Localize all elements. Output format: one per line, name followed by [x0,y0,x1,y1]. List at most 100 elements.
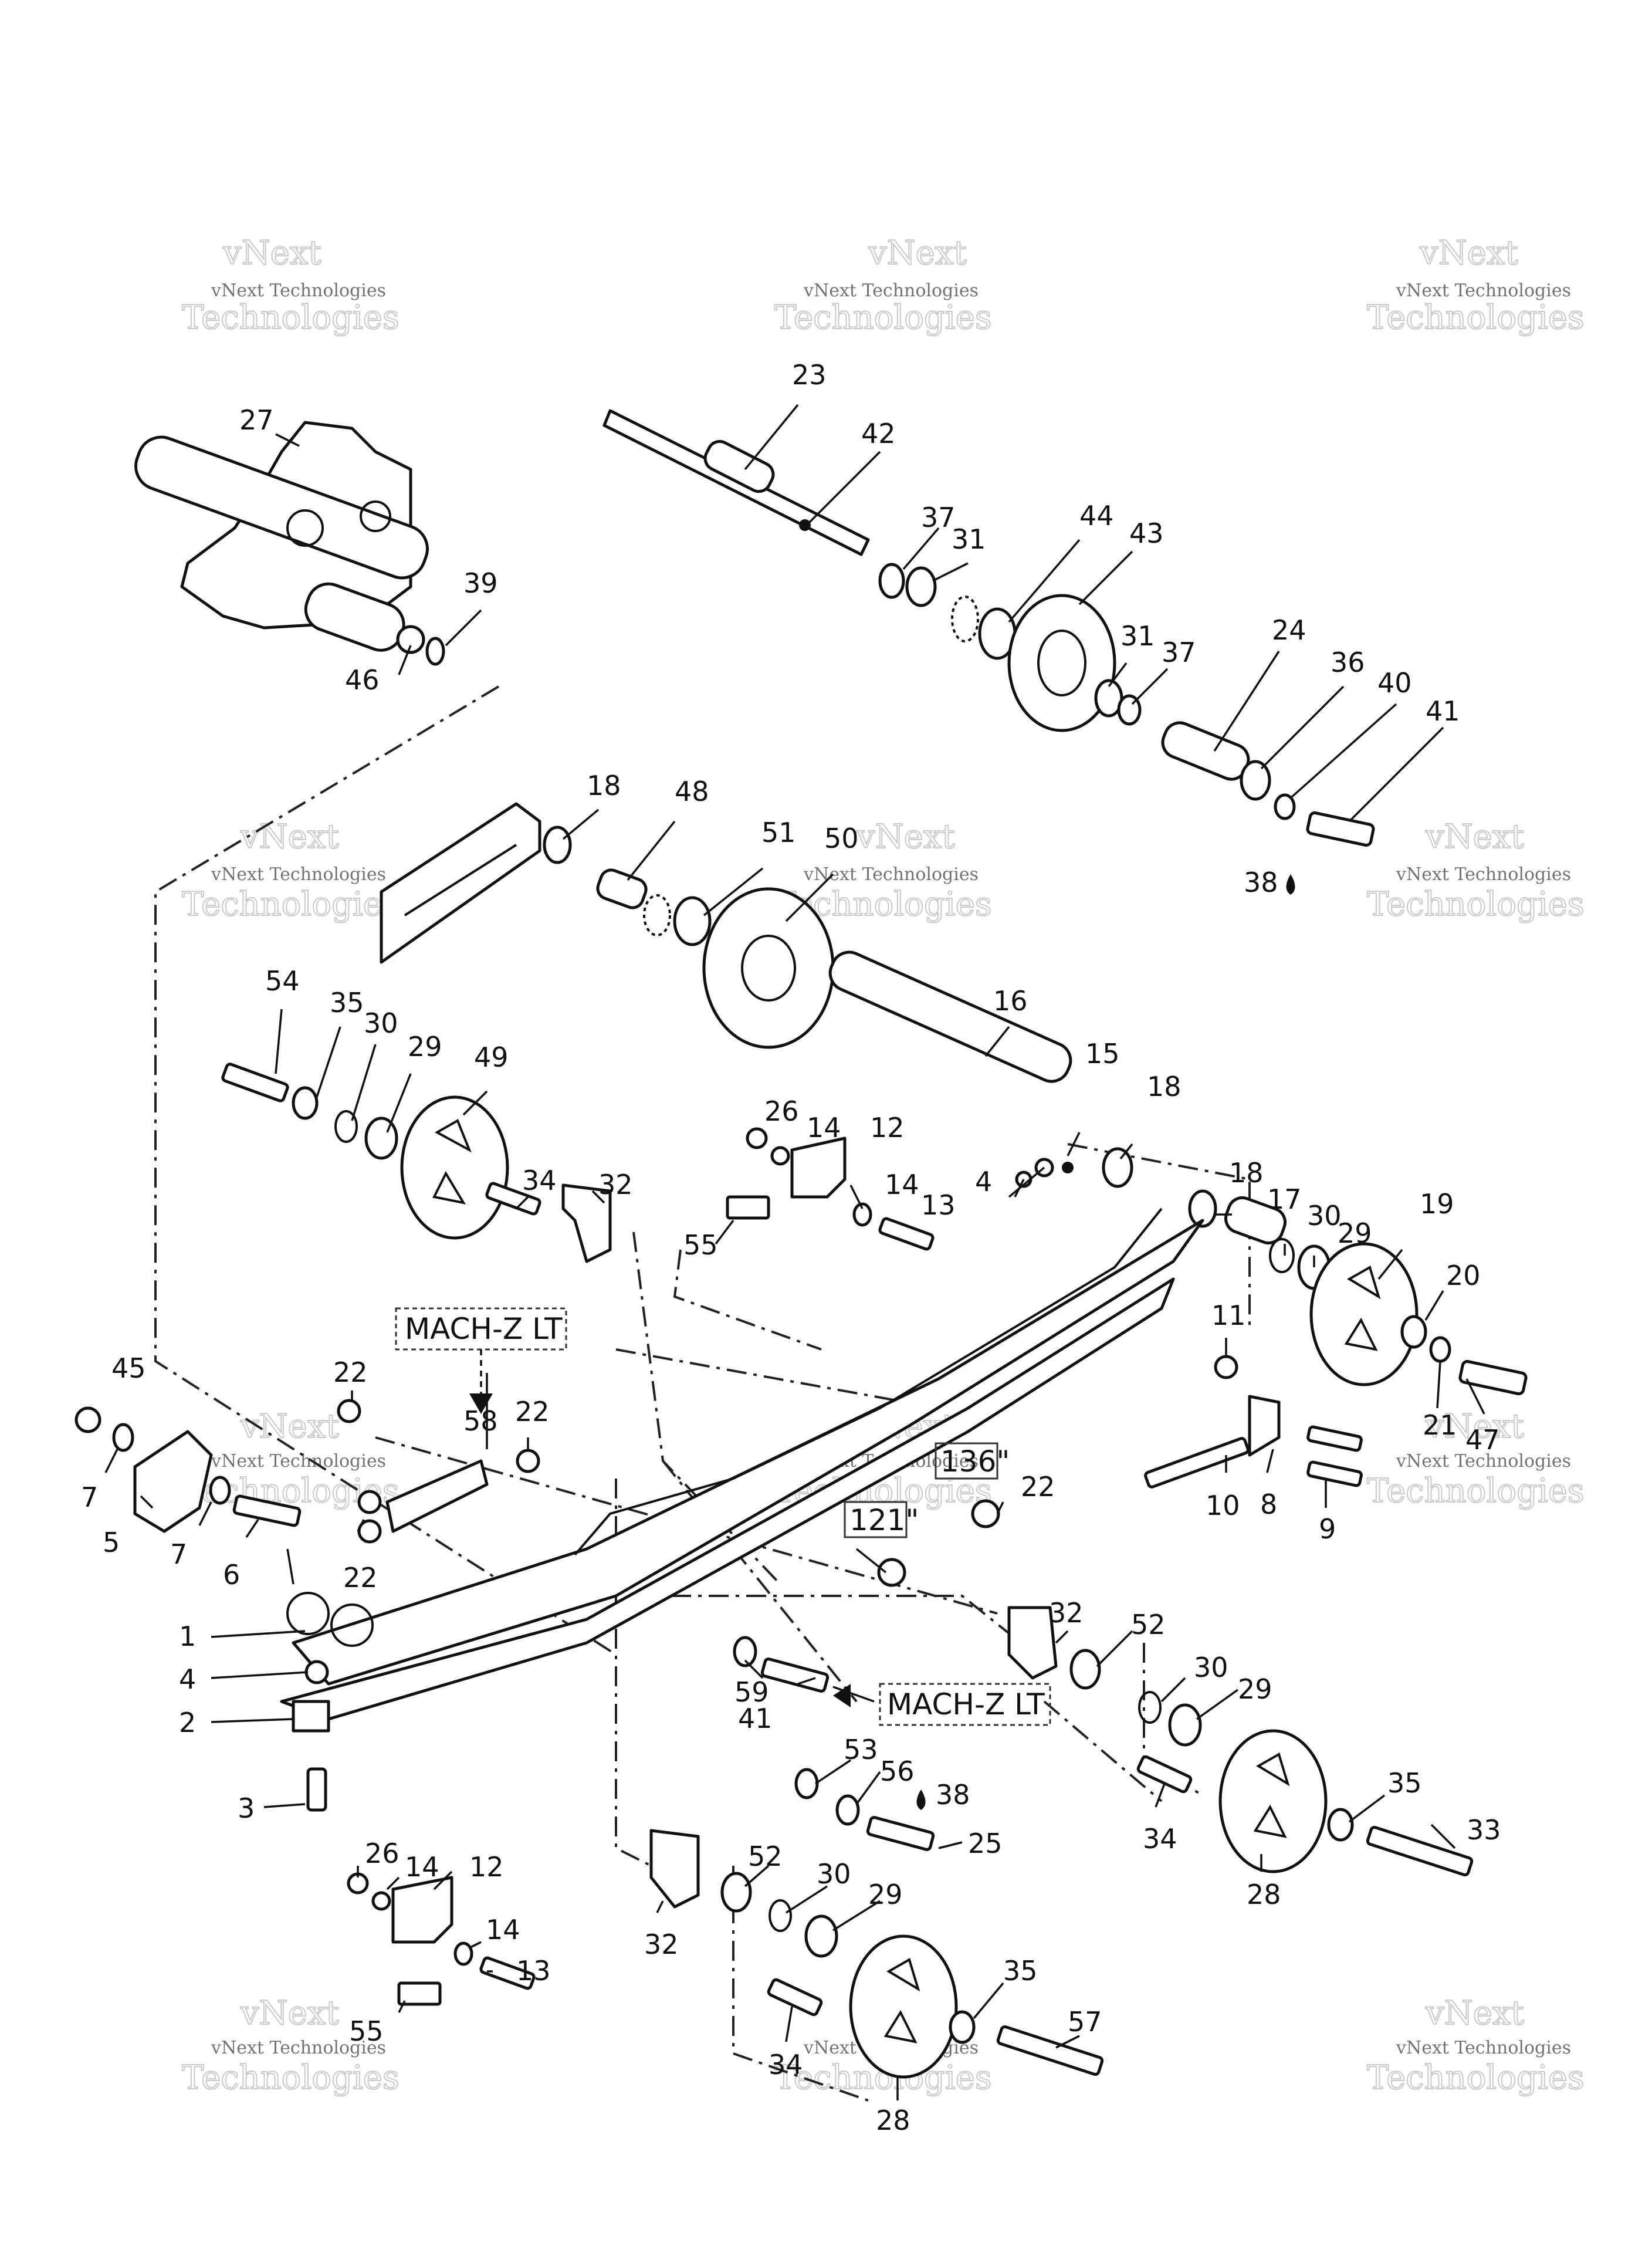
callout-52: 52 [748,1841,783,1872]
callout-25: 25 [968,1828,1003,1859]
nuts-22-right [877,1499,1000,1587]
block-12-lower [347,1872,536,2006]
callout-41: 41 [738,1703,773,1734]
callout-14: 14 [486,1914,520,1946]
callout-22: 22 [1021,1471,1055,1503]
svg-text:vNext: vNext [240,1408,339,1446]
callout-35: 35 [1387,1767,1422,1799]
callout-36: 36 [1331,647,1365,678]
svg-text:vNext Technologies: vNext Technologies [211,2038,386,2058]
callout-29: 29 [868,1879,903,1910]
callout-39: 39 [463,567,498,599]
callout-35: 35 [330,987,364,1019]
upper-shaft-23 [602,409,870,556]
callout-17: 17 [1267,1183,1302,1215]
callout-29: 29 [408,1031,442,1063]
svg-text:vNext Technologies: vNext Technologies [211,864,386,885]
callout-22: 22 [343,1562,378,1594]
svg-text:Technologies: Technologies [182,2059,400,2097]
callout-3: 3 [238,1792,255,1824]
watermark-low-right: vNext vNext Technologies Technologies [1366,1407,1585,1511]
callout-54: 54 [265,965,300,997]
label-mach-z-lt-bottom: MACH-Z LT [833,1683,1051,1726]
svg-text:vNext Technologies: vNext Technologies [1396,864,1571,885]
bracket-32-upper [485,1182,612,1263]
rail-upper-left [380,802,541,964]
callout-35: 35 [1003,1955,1038,1987]
svg-text:136": 136" [940,1445,1010,1479]
svg-text:vNext: vNext [856,818,955,856]
callout-7: 7 [81,1481,98,1513]
label-121: 121" [844,1501,919,1538]
label-136: 136" [935,1442,1010,1480]
callout-58: 58 [463,1405,498,1437]
callout-20: 20 [1446,1260,1481,1291]
callout-18: 18 [1229,1157,1264,1189]
callout-6: 6 [223,1559,240,1591]
callout-30: 30 [1307,1200,1342,1232]
svg-text:Technologies: Technologies [182,885,400,923]
callout-30: 30 [1194,1652,1228,1683]
callout-55: 55 [349,2015,384,2047]
svg-text:MACH-Z LT: MACH-Z LT [405,1312,563,1346]
slide-rail-2 [280,1207,1204,1733]
callout-24: 24 [1272,614,1306,646]
callout-4: 4 [179,1663,196,1695]
callout-21: 21 [1423,1409,1457,1441]
leader-lines [104,404,1485,2100]
front-fastener-set [286,1592,374,1812]
block-12-upper [726,1127,935,1251]
svg-text:Technologies: Technologies [774,299,992,337]
callout-4: 4 [975,1166,992,1197]
callout-13: 13 [516,1955,551,1987]
callout-38: 38 [1244,867,1278,898]
callout-53: 53 [844,1734,878,1765]
center-hardware [733,1636,935,1851]
callout-10: 10 [1206,1490,1240,1521]
callout-22: 22 [515,1396,550,1427]
callout-2: 2 [179,1707,196,1738]
callout-18: 18 [1147,1071,1182,1102]
svg-text:vNext Technologies: vNext Technologies [1396,280,1571,301]
watermark-mid-right: vNext vNext Technologies Technologies [1366,817,1585,924]
svg-text:vNext: vNext [240,1994,339,2032]
callout-14: 14 [885,1169,919,1200]
svg-text:vNext Technologies: vNext Technologies [211,1451,386,1471]
callout-49: 49 [474,1041,509,1073]
svg-text:vNext Technologies: vNext Technologies [803,864,979,885]
callout-41: 41 [1426,695,1460,727]
svg-text:vNext: vNext [868,234,967,272]
callout-19: 19 [1420,1188,1454,1220]
callout-14: 14 [405,1851,439,1883]
callout-31: 31 [1120,620,1155,652]
svg-text:vNext: vNext [1425,818,1524,856]
callout-18: 18 [587,770,621,801]
callout-12: 12 [469,1851,504,1883]
front-arm-27 [134,421,445,666]
plate-58 [337,1399,540,1544]
callout-34: 34 [522,1165,557,1196]
callout-8: 8 [1260,1489,1277,1520]
watermark-bottom-left: vNext vNext Technologies Technologies [181,1994,400,2098]
callout-28: 28 [876,2105,910,2136]
callout-12: 12 [870,1112,905,1144]
svg-text:vNext Technologies: vNext Technologies [211,280,386,301]
svg-text:Technologies: Technologies [1367,1472,1585,1510]
svg-text:Technologies: Technologies [1367,885,1585,923]
callout-numbers: 27 39 46 23 42 37 31 44 43 31 37 24 36 4… [81,359,1501,2136]
callout-46: 46 [345,664,380,696]
watermark-low-left: vNext vNext Technologies Technologies [181,1407,400,1511]
watermark-top-right: vNext vNext Technologies Technologies [1366,234,1585,337]
callout-11: 11 [1211,1300,1246,1331]
svg-text:vNext Technologies: vNext Technologies [1396,1451,1571,1471]
adjuster-hardware [1144,1355,1363,1489]
svg-text:vNext: vNext [1419,234,1518,272]
watermark-mid-center: vNext vNext Technologies Technologies [774,817,993,924]
callout-43: 43 [1129,517,1164,549]
svg-text:Technologies: Technologies [182,299,400,337]
callout-55: 55 [683,1229,718,1261]
callout-32: 32 [598,1169,633,1200]
lower-wheel-group-28b [649,1829,1104,2079]
callout-7: 7 [170,1538,187,1570]
